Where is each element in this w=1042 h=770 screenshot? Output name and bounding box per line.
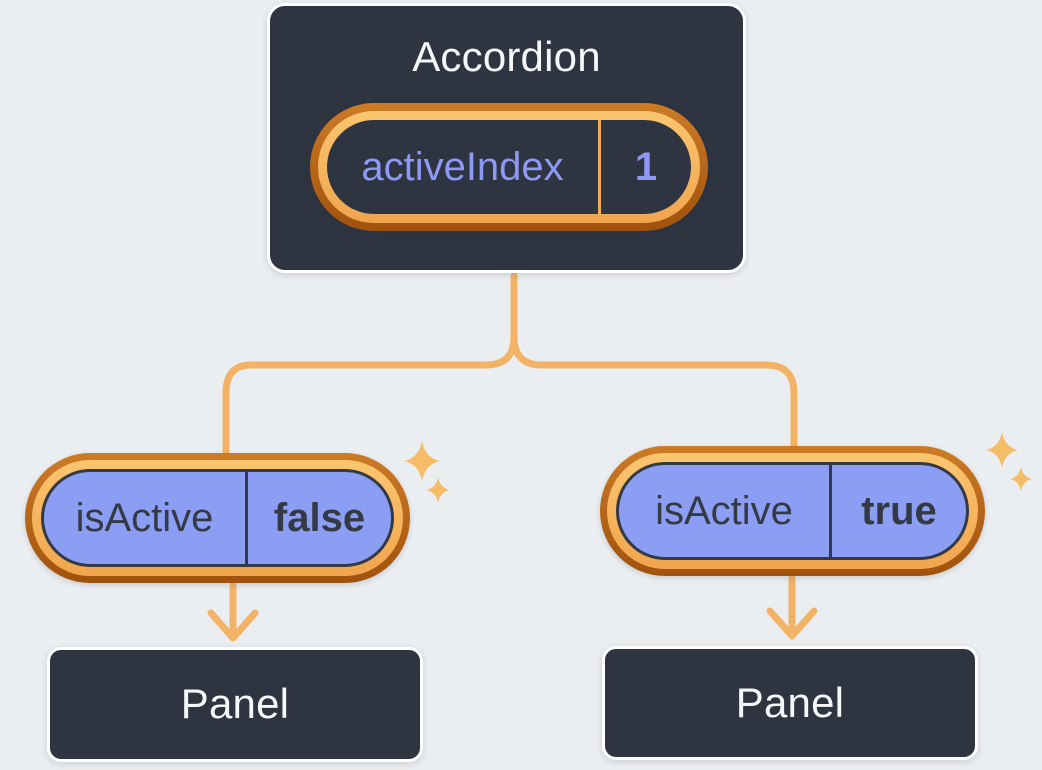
prop-label-right: isActive <box>655 488 793 533</box>
prop-pill-left: isActive false <box>25 453 410 583</box>
sparkle-icon <box>1010 467 1032 491</box>
prop-value-left: false <box>273 495 366 540</box>
accordion-title: Accordion <box>412 33 601 80</box>
arrow-left <box>207 582 259 642</box>
sparkle-icon <box>986 432 1018 468</box>
prop-value-right: true <box>861 488 937 533</box>
pill-divider <box>245 472 248 564</box>
arrow-right <box>766 574 818 640</box>
state-value: 1 <box>634 144 658 189</box>
sparkle-icon <box>426 477 450 503</box>
state-pill-inner-ring: activeIndex 1 <box>318 111 700 223</box>
panel-box-left: Panel <box>47 647 423 762</box>
prop-label-left: isActive <box>75 495 214 540</box>
state-label: activeIndex <box>361 144 564 189</box>
prop-pill-right: isActive true <box>600 446 985 576</box>
pill-divider <box>598 120 601 214</box>
connector-right-branch <box>510 272 798 450</box>
sparkle-icon <box>404 441 440 481</box>
state-pill: activeIndex 1 <box>310 103 708 231</box>
state-pill-core: activeIndex 1 <box>327 120 691 214</box>
panel-title-left: Panel <box>180 680 290 728</box>
prop-pill-right-inner-ring: isActive true <box>607 453 978 569</box>
prop-pill-left-inner-ring: isActive false <box>32 460 403 576</box>
prop-pill-left-core: isActive false <box>41 469 394 567</box>
prop-pill-right-core: isActive true <box>616 462 969 560</box>
panel-box-right: Panel <box>602 646 978 760</box>
panel-title-right: Panel <box>735 678 845 726</box>
pill-divider <box>829 465 832 557</box>
